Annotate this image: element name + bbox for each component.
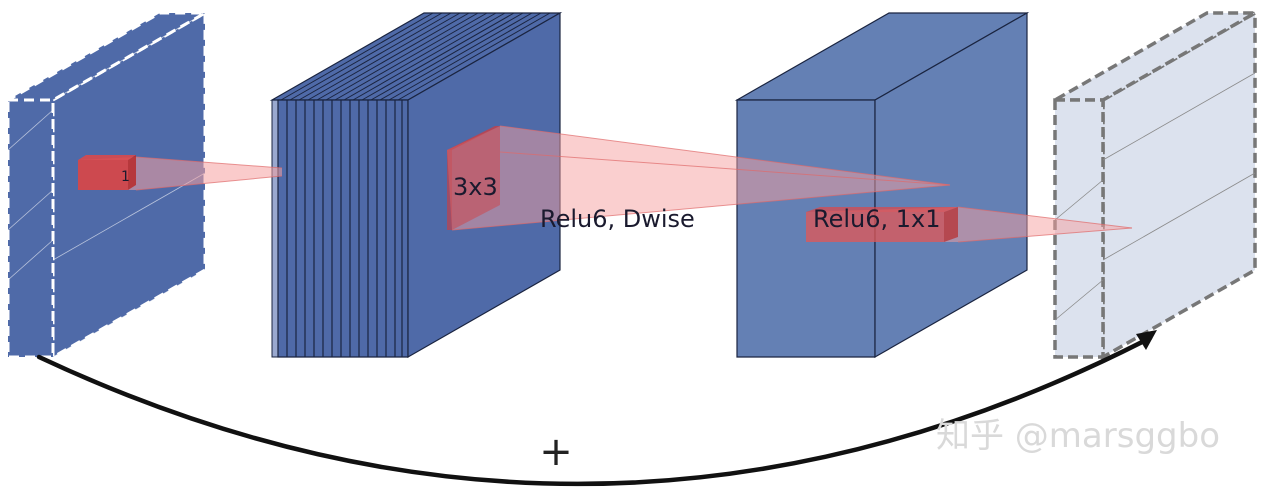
pointwise-op-label: Relu6, 1x1 bbox=[813, 205, 941, 233]
input-kernel-1x1 bbox=[78, 155, 136, 190]
pointwise-kernel-1x1 bbox=[806, 207, 958, 242]
arrow-head-icon bbox=[1136, 330, 1157, 350]
depthwise-kernel-label: 3x3 bbox=[453, 173, 498, 201]
residual-connection-arrow bbox=[36, 330, 1157, 487]
input-kernel-label: 1 bbox=[121, 169, 130, 185]
watermark: 知乎 @marsggbo bbox=[936, 416, 1220, 456]
output-tensor bbox=[1048, 9, 1262, 361]
residual-add-symbol: + bbox=[539, 429, 573, 475]
projection-expansion-to-depthwise bbox=[447, 125, 951, 231]
depthwise-kernel-3x3 bbox=[447, 126, 500, 230]
depthwise-op-label: Relu6, Dwise bbox=[540, 205, 695, 233]
